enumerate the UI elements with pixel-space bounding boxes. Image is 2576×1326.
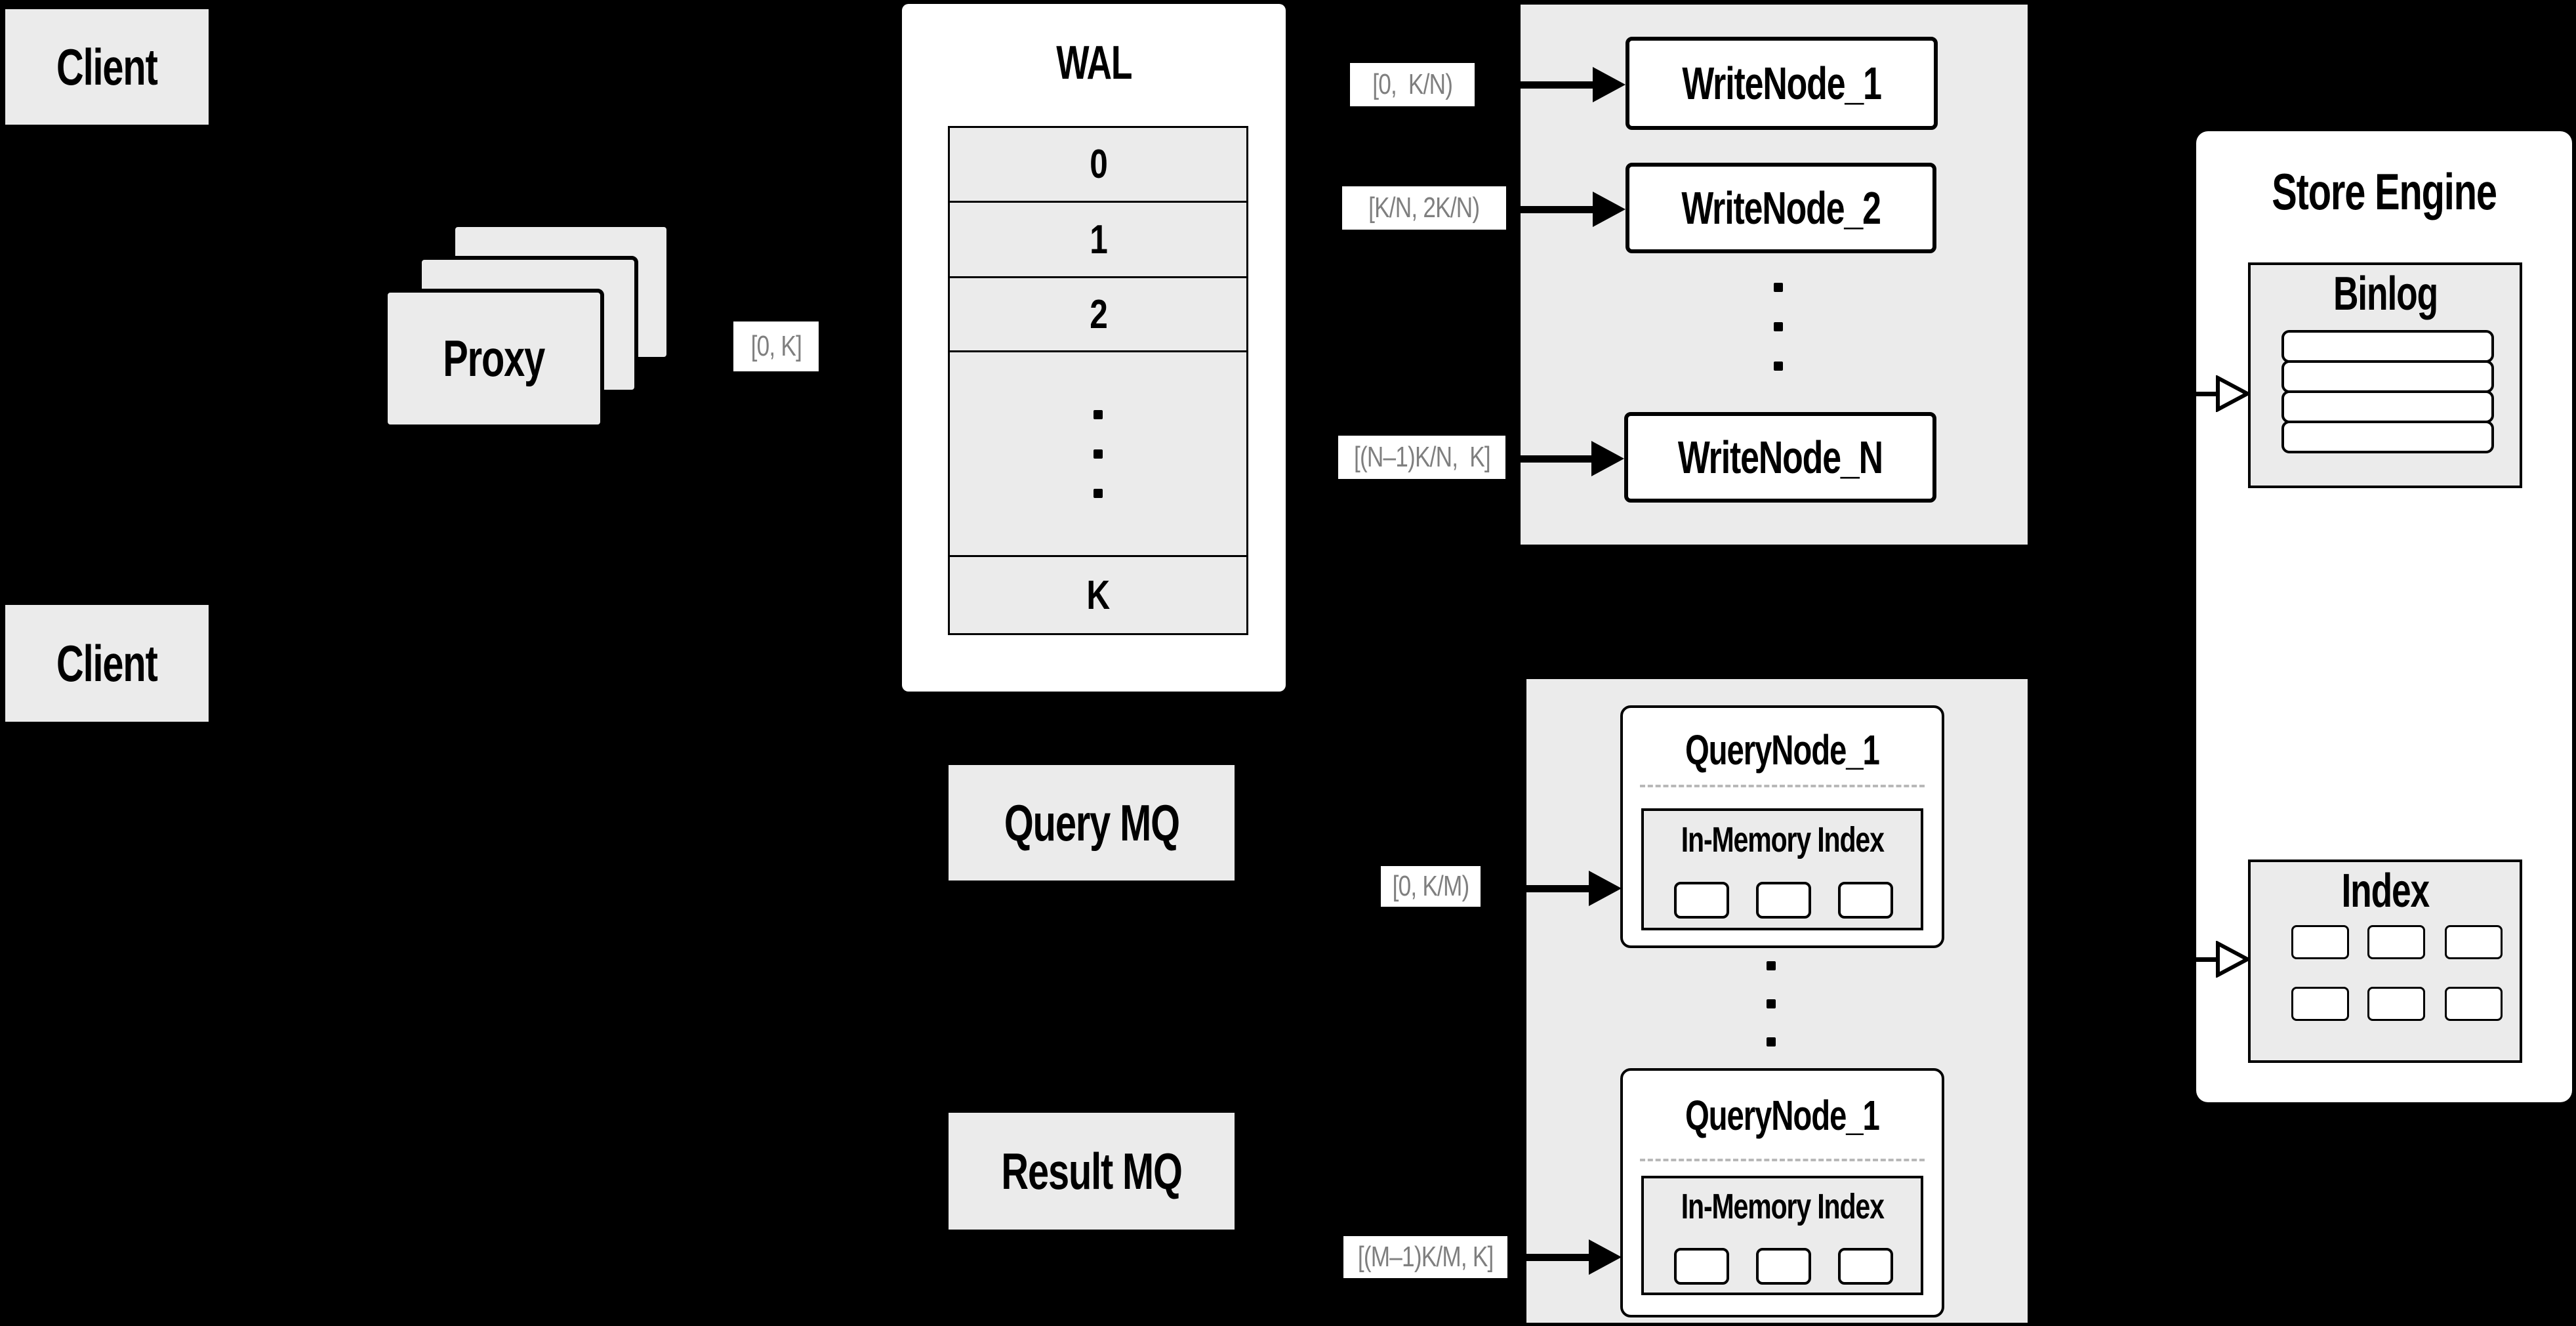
open-arrow-right-icon [2216, 375, 2250, 412]
write-node-1-box: WriteNode_1 [1625, 37, 1938, 130]
client-bottom-label: Client [56, 634, 158, 692]
wal-row-1: 1 [950, 203, 1246, 278]
index-cell [2445, 925, 2503, 959]
write-node-2-label: WriteNode_2 [1681, 182, 1881, 234]
in-memory-index-title-top: In-Memory Index [1681, 820, 1884, 860]
wal-title: WAL [1055, 37, 1132, 89]
proxy-stack: Proxy [384, 223, 679, 430]
index-cell [2445, 987, 2503, 1021]
query-node-bottom-title: QueryNode_1 [1685, 1092, 1880, 1139]
index-title: Index [2341, 865, 2430, 917]
write-node-1-label: WriteNode_1 [1682, 58, 1882, 109]
store-engine-title: Store Engine [2272, 162, 2497, 220]
vertical-ellipsis-icon [1094, 409, 1103, 498]
proxy-label: Proxy [443, 329, 546, 387]
arrow-to-write-node-1 [1521, 66, 1625, 103]
memory-segment-cell [1838, 1248, 1893, 1285]
range-label-query-1: [0, K/M) [1381, 866, 1481, 907]
arrow-right-icon [1593, 192, 1625, 227]
memory-segment-cell [1756, 882, 1811, 919]
write-node-n-box: WriteNode_N [1624, 412, 1936, 503]
arrow-to-query-node-top [1526, 870, 1622, 907]
binlog-row [2281, 390, 2494, 423]
query-node-top-title: QueryNode_1 [1685, 726, 1880, 774]
wal-row-0: 0 [950, 128, 1246, 203]
client-box-top: Client [5, 9, 209, 125]
index-cell [2367, 925, 2425, 959]
index-cell [2367, 987, 2425, 1021]
result-mq-label: Result MQ [1001, 1142, 1183, 1200]
range-label-write-2: [K/N, 2K/N) [1342, 186, 1506, 230]
query-mq-box: Query MQ [949, 765, 1235, 881]
memory-segment-cell [1674, 1248, 1729, 1285]
index-panel: Index [2248, 860, 2522, 1063]
range-label-write-1: [0, K/N) [1350, 63, 1475, 106]
index-cell [2291, 925, 2349, 959]
arrow-to-write-node-n [1521, 440, 1624, 477]
arrow-right-icon [1593, 67, 1625, 102]
query-node-bottom-box: QueryNode_1 In-Memory Index [1620, 1068, 1944, 1317]
vertical-ellipsis-icon [1767, 961, 1776, 1046]
arrow-to-query-node-bottom [1526, 1239, 1622, 1275]
in-memory-index-title-bottom: In-Memory Index [1681, 1187, 1884, 1226]
arrow-to-binlog [2196, 375, 2250, 412]
binlog-title: Binlog [2333, 268, 2438, 320]
arrow-to-index [2196, 941, 2250, 978]
binlog-panel: Binlog [2248, 262, 2522, 488]
memory-segment-cell [1838, 882, 1893, 919]
query-nodes-panel: QueryNode_1 In-Memory Index QueryNode_1 [1526, 679, 2028, 1323]
wal-row-2: 2 [950, 278, 1246, 352]
open-arrow-right-icon [2216, 941, 2250, 978]
memory-segment-cell [1756, 1248, 1811, 1285]
proxy-card-front: Proxy [384, 289, 604, 428]
in-memory-index-panel-top: In-Memory Index [1641, 808, 1923, 930]
wal-segment-table: 0 1 2 K [948, 126, 1248, 635]
range-label-write-n: [(N–1)K/N, K] [1338, 436, 1505, 479]
vertical-ellipsis-icon [1774, 283, 1783, 371]
in-memory-index-panel-bottom: In-Memory Index [1641, 1176, 1923, 1295]
arrow-right-icon [1589, 1239, 1622, 1275]
write-node-2-box: WriteNode_2 [1625, 163, 1936, 253]
binlog-row [2281, 421, 2494, 453]
client-box-bottom: Client [5, 605, 209, 722]
dashed-divider [1640, 1159, 1925, 1161]
arrow-right-icon [1589, 871, 1622, 906]
binlog-row [2281, 330, 2494, 363]
binlog-row [2281, 360, 2494, 393]
query-node-top-box: QueryNode_1 In-Memory Index [1620, 705, 1944, 948]
arrow-to-write-node-2 [1521, 191, 1625, 228]
store-engine-panel: Store Engine Binlog Index [2196, 131, 2572, 1102]
query-mq-label: Query MQ [1004, 793, 1180, 852]
result-mq-box: Result MQ [949, 1113, 1235, 1230]
dashed-divider [1640, 785, 1925, 787]
arrow-right-icon [1591, 441, 1624, 476]
binlog-rows [2281, 330, 2494, 453]
wal-row-ellipsis [950, 352, 1246, 557]
wal-row-k: K [950, 557, 1246, 633]
wal-panel: WAL 0 1 2 K [902, 4, 1286, 692]
write-node-n-label: WriteNode_N [1677, 432, 1883, 483]
index-cell [2291, 987, 2349, 1021]
memory-segment-cell [1674, 882, 1729, 919]
range-label-proxy-to-wal: [0, K] [733, 321, 819, 371]
range-label-query-m: [(M–1)K/M, K] [1343, 1236, 1507, 1278]
client-top-label: Client [56, 37, 158, 96]
